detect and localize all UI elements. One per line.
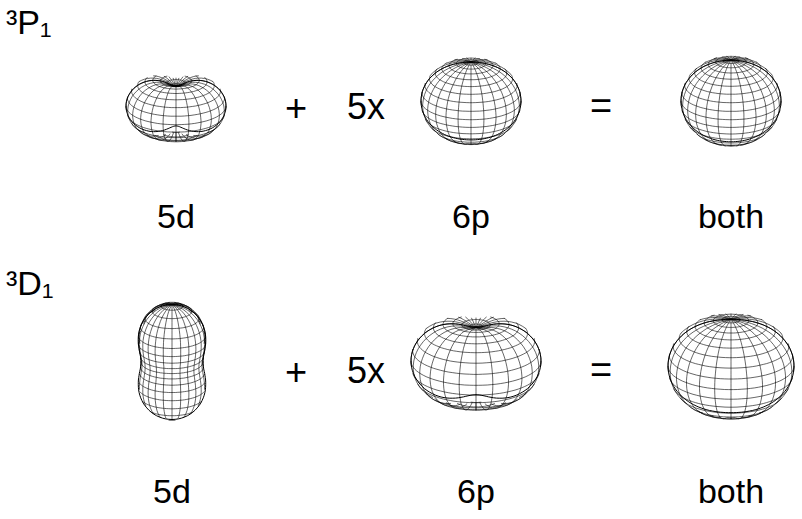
term-symbol: ³P₁ — [6, 5, 51, 39]
combined-surface — [681, 56, 781, 146]
orbital-label: 5d — [153, 474, 191, 508]
orbital-label: 5d — [157, 199, 195, 233]
orbital-label: both — [698, 474, 764, 508]
coefficient: 5x — [347, 353, 385, 389]
orbital-label: 6p — [457, 474, 495, 508]
operator: = — [590, 351, 612, 389]
combined-surface — [668, 314, 794, 420]
orbital-5d-surface — [138, 302, 205, 420]
operator: + — [285, 89, 307, 127]
orbital-5d-surface — [126, 76, 226, 142]
coefficient: 5x — [347, 89, 385, 125]
orbital-label: both — [698, 199, 764, 233]
orbital-6p-surface — [421, 58, 521, 145]
term-symbol: ³D₁ — [6, 266, 53, 300]
operator: = — [590, 87, 612, 125]
orbital-6p-surface — [411, 317, 541, 410]
operator: + — [285, 353, 307, 391]
orbital-label: 6p — [452, 199, 490, 233]
